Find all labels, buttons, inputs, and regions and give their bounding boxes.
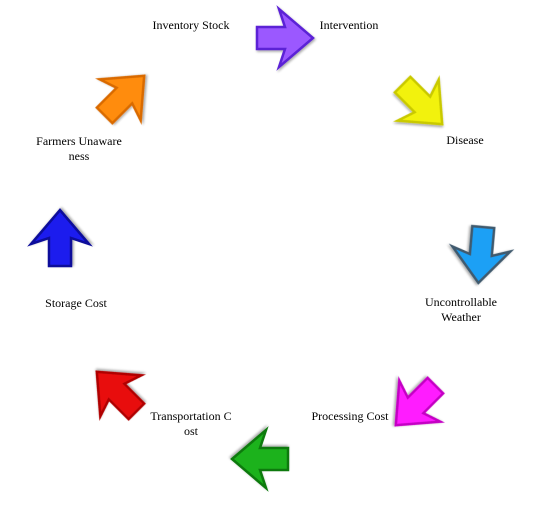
arrow-transportation-cost: [230, 426, 290, 492]
arrow-processing-cost: [394, 376, 445, 427]
arrow-intervention: [255, 5, 315, 71]
arrow-uncontrollable-weather: [448, 224, 515, 285]
arrow-farmers-unawareness: [27, 208, 93, 268]
arrow-disease: [393, 75, 444, 126]
arrow-storage-cost: [95, 370, 146, 421]
arrow-inventory-stock: [95, 74, 146, 125]
